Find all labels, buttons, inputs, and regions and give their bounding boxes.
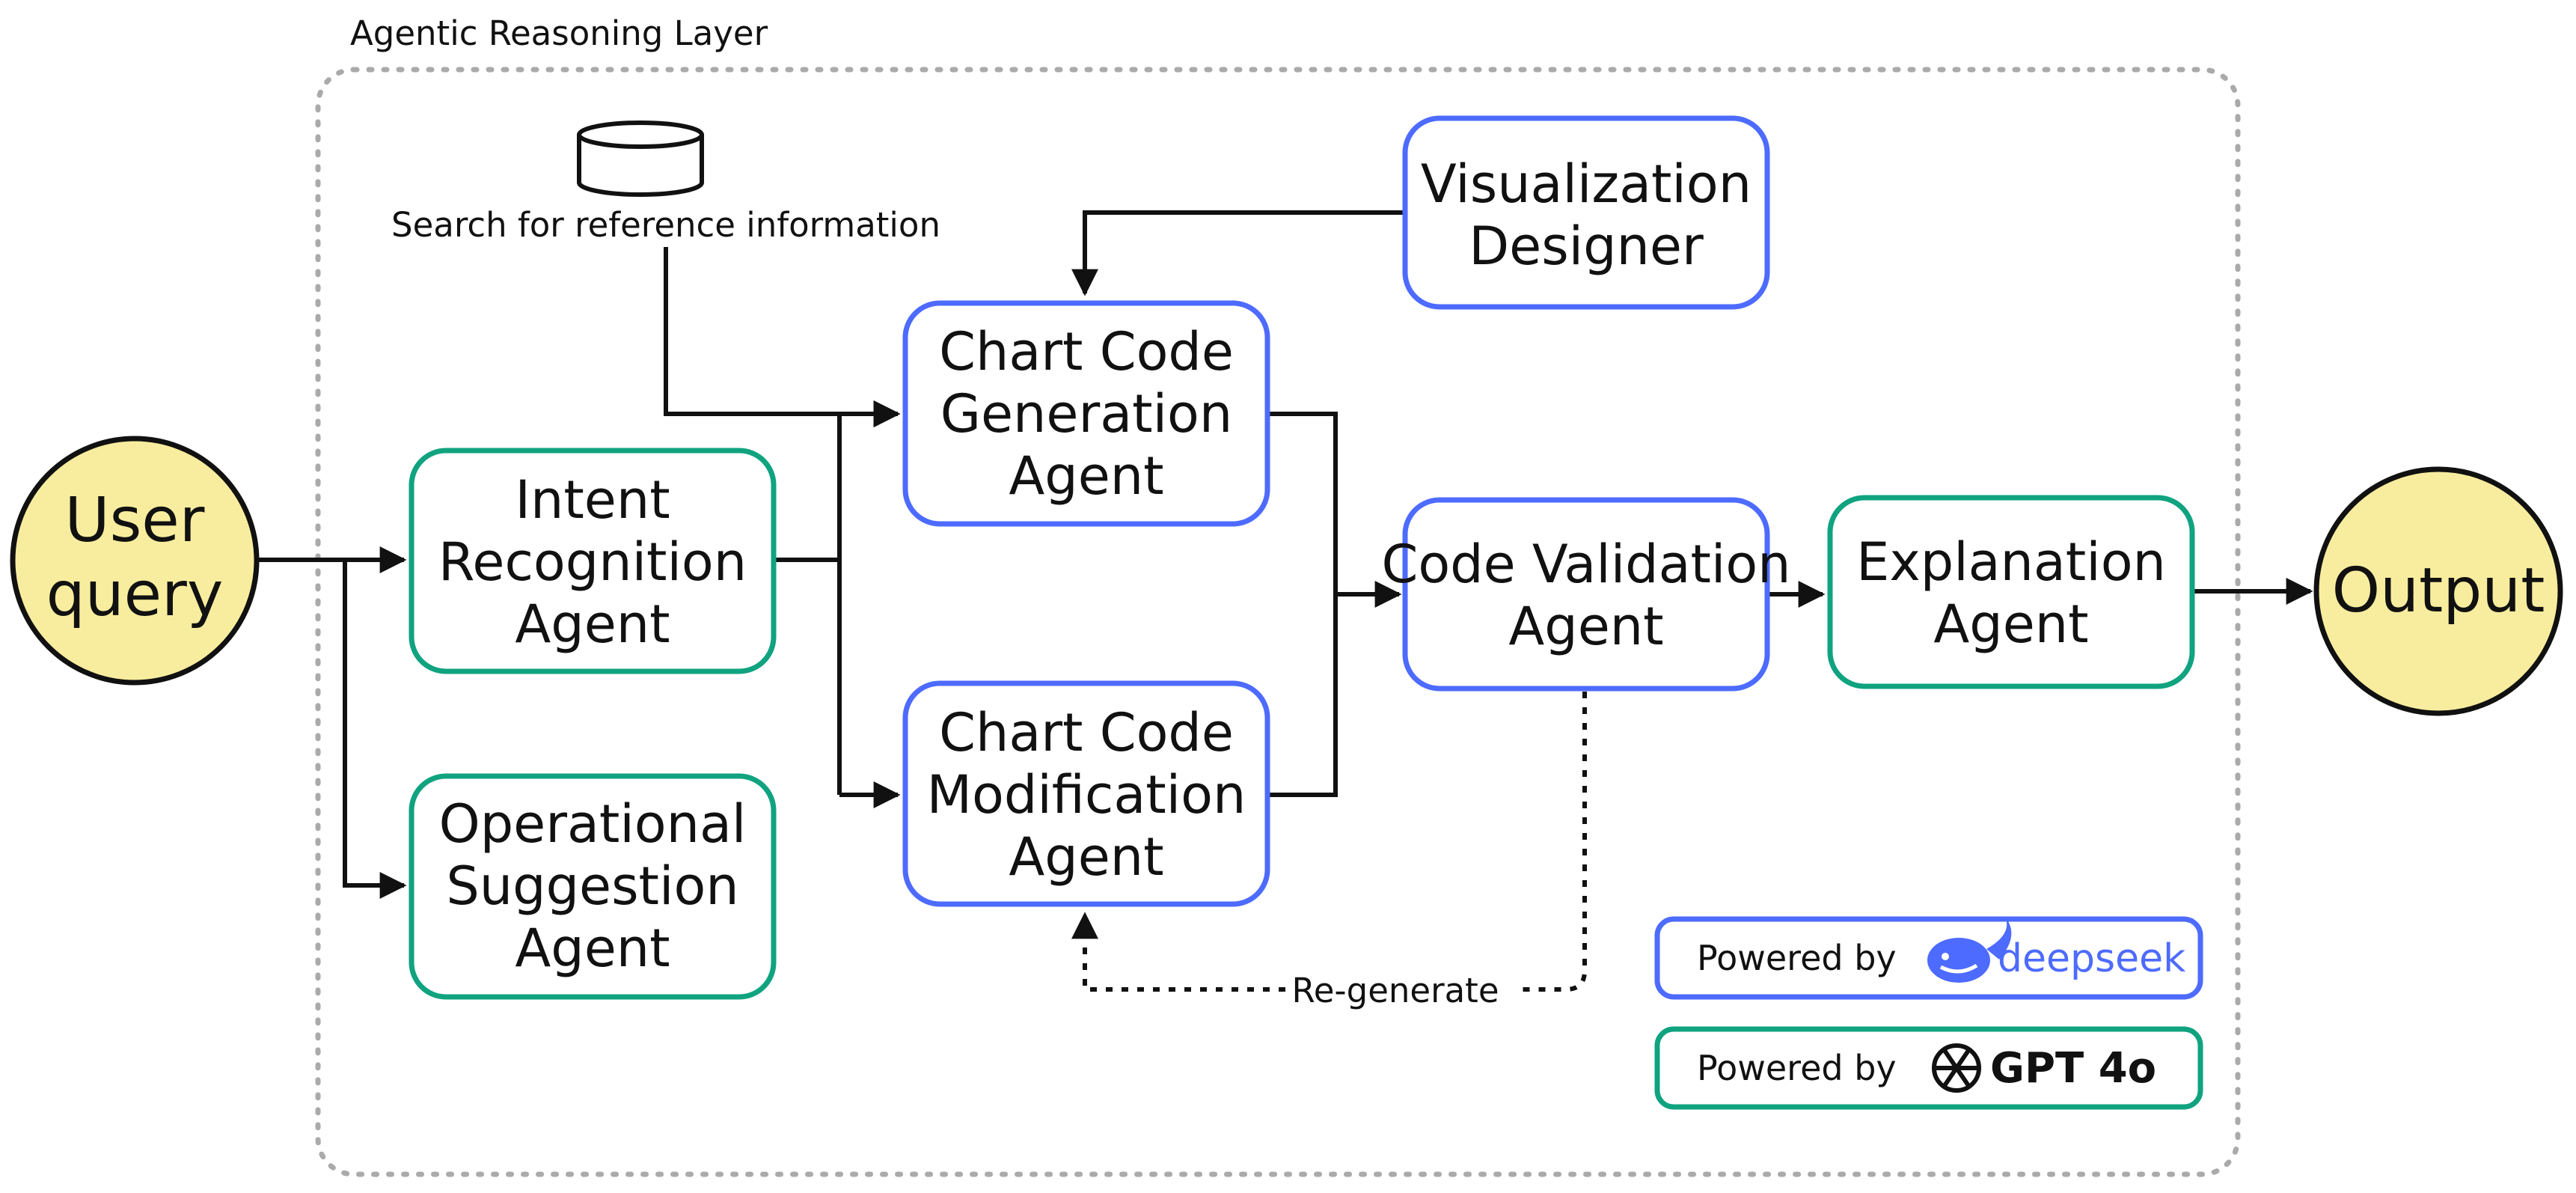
database-label: Search for reference information: [391, 205, 940, 245]
operational-suggestion-agent: Operational Suggestion Agent: [409, 773, 777, 1000]
user-query-line-1: User: [65, 485, 205, 556]
arrow-designer-to-generation: [1071, 210, 1403, 296]
svg-text:Agent: Agent: [1933, 594, 2088, 655]
svg-text:Suggestion: Suggestion: [446, 855, 738, 917]
database-icon: [577, 120, 704, 197]
legend-deepseek: Powered by deepseek: [1654, 916, 2203, 1000]
user-query-line-2: query: [46, 559, 224, 630]
line-generation-merge: [1267, 412, 1338, 797]
svg-text:Modification: Modification: [927, 764, 1246, 826]
agentic-layer-label: Agentic Reasoning Layer: [350, 13, 768, 53]
code-validation-agent: Code Validation Agent: [1381, 497, 1791, 692]
legend-gpt: Powered by GPT 4o: [1654, 1026, 2203, 1110]
regenerate-label: Re-generate: [1291, 971, 1499, 1010]
svg-text:Chart Code: Chart Code: [939, 321, 1234, 382]
output-label: Output: [2332, 555, 2545, 626]
svg-text:Agent: Agent: [515, 594, 670, 655]
intent-recognition-agent: Intent Recognition Agent: [409, 448, 777, 674]
svg-text:Explanation: Explanation: [1856, 531, 2166, 593]
openai-knot-icon: [1932, 1043, 1981, 1093]
arrow-database-to-generation: [664, 247, 901, 427]
visualization-designer: Visualization Designer: [1402, 115, 1770, 310]
svg-text:Code Validation: Code Validation: [1381, 534, 1790, 595]
svg-text:Recognition: Recognition: [438, 531, 747, 593]
output-node: Output: [2313, 466, 2563, 716]
legend-gpt-logo: GPT 4o: [1990, 1044, 2156, 1093]
svg-text:Agent: Agent: [1508, 596, 1663, 657]
user-query-node: User query: [10, 436, 260, 686]
legend-deepseek-prefix: Powered by: [1697, 938, 1897, 978]
svg-text:Agent: Agent: [1009, 445, 1163, 507]
svg-text:Operational: Operational: [439, 793, 747, 855]
connectors: [259, 210, 2313, 992]
dotted-regenerate-right: [1515, 692, 1587, 992]
svg-text:Generation: Generation: [940, 383, 1233, 445]
chart-code-modification-agent: Chart Code Modification Agent: [902, 680, 1270, 907]
svg-text:Agent: Agent: [515, 918, 670, 979]
svg-text:Visualization: Visualization: [1421, 153, 1752, 215]
svg-text:Agent: Agent: [1009, 826, 1163, 888]
chart-code-generation-agent: Chart Code Generation Agent: [902, 300, 1270, 527]
svg-text:Intent: Intent: [515, 469, 670, 531]
explanation-agent: Explanation Agent: [1827, 495, 2195, 689]
svg-text:Designer: Designer: [1469, 216, 1704, 277]
dotted-regenerate-left: [1071, 912, 1285, 992]
svg-text:Chart Code: Chart Code: [939, 702, 1234, 763]
arrow-query-to-operational: [343, 560, 407, 899]
legend-gpt-prefix: Powered by: [1697, 1048, 1897, 1088]
legend-deepseek-logo: deepseek: [1998, 936, 2185, 981]
whale-icon: [1927, 917, 2012, 983]
